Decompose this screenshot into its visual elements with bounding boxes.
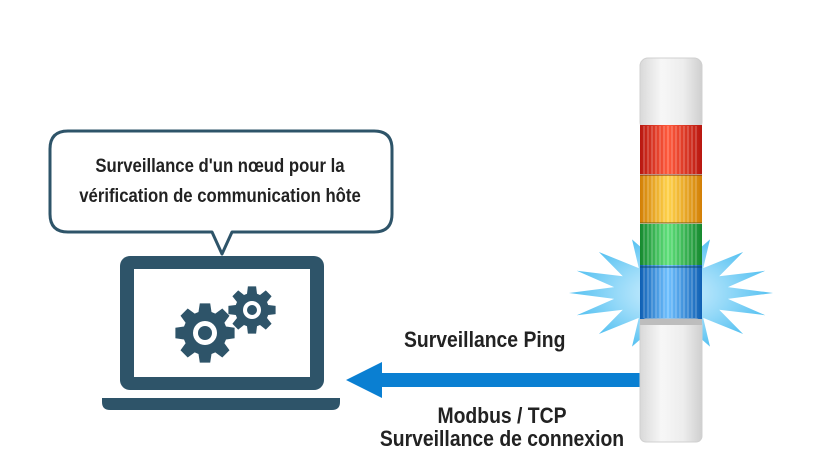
bubble-line-1: Surveillance d'un nœud pour la [95,156,345,177]
connection-label: Surveillance de connexion [379,426,625,451]
gears-icon [175,286,276,363]
gear-small-icon [228,286,276,334]
connection-labels: Modbus / TCP Surveillance de connexion [352,404,652,450]
ping-label: Surveillance Ping [404,327,566,352]
speech-bubble [48,129,394,256]
laptop-icon [102,256,340,410]
gear-large-icon [175,303,235,363]
protocol-label: Modbus / TCP [437,403,567,428]
bubble-text: Surveillance d'un nœud pour la vérificat… [70,152,369,212]
tier-blue [640,265,702,319]
left-arrow [346,362,642,398]
tier-green [640,224,702,269]
tier-orange [640,175,702,223]
signal-tower-icon [639,57,703,443]
tier-red [640,125,702,174]
bubble-line-2: vérification de communication hôte [79,186,361,207]
